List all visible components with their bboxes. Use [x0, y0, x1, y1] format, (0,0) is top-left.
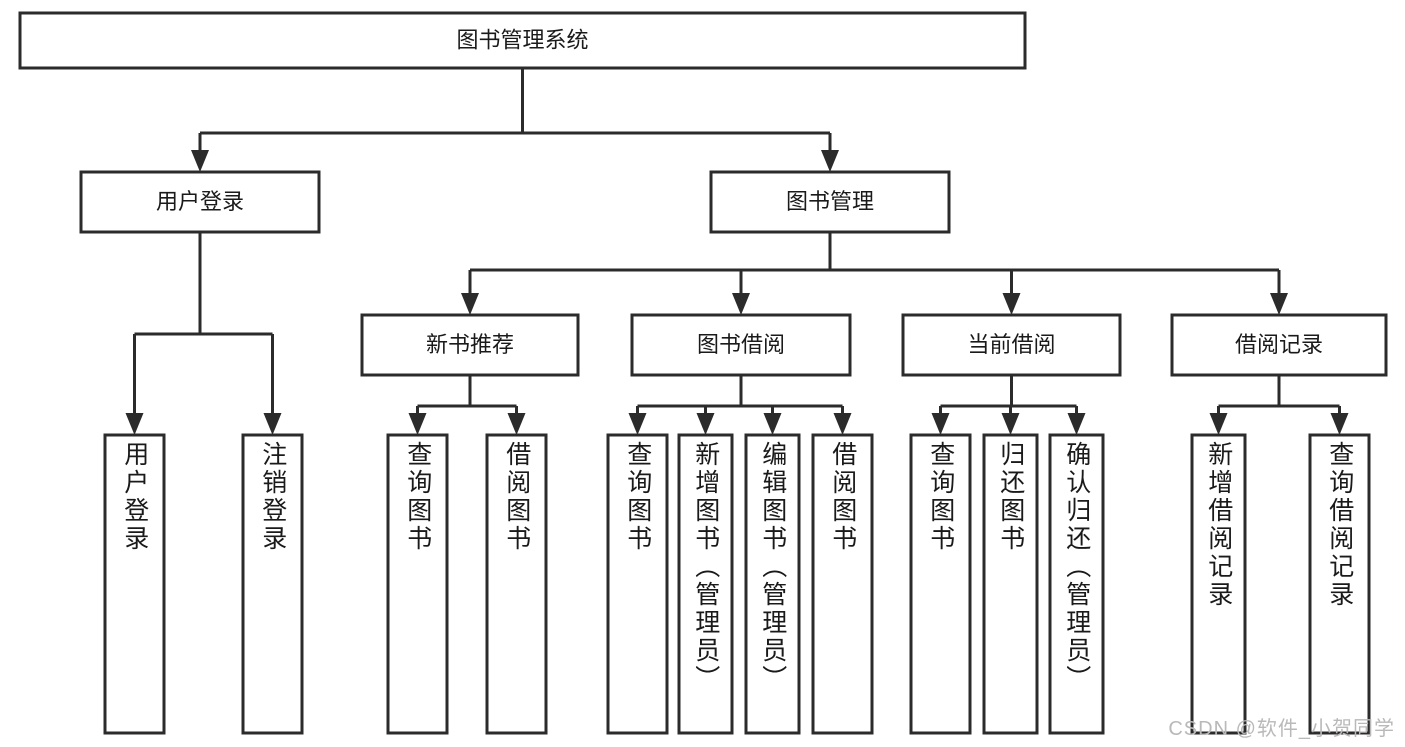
node-borrow-record[interactable]: 借阅记录 [1170, 313, 1388, 377]
node-leaf-borrow-book[interactable] [811, 433, 874, 735]
node-box [982, 433, 1039, 735]
node-box [1190, 433, 1247, 735]
connector-lines [125, 68, 1349, 435]
node-leaf-add-book[interactable] [677, 433, 734, 735]
node-box [386, 433, 449, 735]
arrow-head-icon [1001, 413, 1020, 435]
arrow-head-icon [1330, 413, 1349, 435]
node-box [630, 313, 852, 377]
arrow-head-icon [125, 413, 144, 435]
node-box [709, 170, 951, 234]
arrow-head-icon [1067, 413, 1086, 435]
node-label: 当前借阅 [967, 332, 1055, 357]
node-leaf-return-book[interactable] [982, 433, 1039, 735]
node-label: 新书推荐 [426, 332, 514, 357]
arrow-head-icon [191, 150, 209, 172]
node-new-book-rec[interactable]: 新书推荐 [360, 313, 580, 377]
arrow-head-icon [1002, 293, 1021, 315]
node-box [485, 433, 548, 735]
arrow-head-icon [763, 413, 782, 435]
arrow-head-icon [628, 413, 647, 435]
arrow-head-icon [507, 413, 526, 435]
arrow-head-icon [833, 413, 852, 435]
node-label: 用户登录 [156, 189, 244, 214]
arrow-head-icon [461, 293, 479, 315]
node-user-login[interactable]: 用户登录 [79, 170, 321, 234]
node-box [901, 313, 1122, 377]
node-book-manage[interactable]: 图书管理 [709, 170, 951, 234]
arrow-head-icon [1209, 413, 1228, 435]
node-box [909, 433, 972, 735]
node-current-borrow[interactable]: 当前借阅 [901, 313, 1122, 377]
arrow-head-icon [931, 413, 950, 435]
node-label: 图书管理 [786, 189, 874, 214]
node-box [1170, 313, 1388, 377]
node-box [606, 433, 669, 735]
node-box [79, 170, 321, 234]
arrow-head-icon [696, 413, 715, 435]
node-leaf-confirm-return[interactable] [1048, 433, 1105, 735]
node-root[interactable]: 图书管理系统 [18, 11, 1027, 70]
node-leaf-query-book-rec[interactable] [386, 433, 449, 735]
node-box [811, 433, 874, 735]
node-leaf-query-book-borrow[interactable] [606, 433, 669, 735]
arrow-head-icon [732, 293, 750, 315]
node-leaf-query-book-cur[interactable] [909, 433, 972, 735]
node-leaf-edit-book[interactable] [744, 433, 801, 735]
arrow-head-icon [408, 413, 427, 435]
node-leaf-borrow-book-rec[interactable] [485, 433, 548, 735]
node-label: 图书管理系统 [456, 27, 588, 52]
node-book-borrow[interactable]: 图书借阅 [630, 313, 852, 377]
node-leaf-user-login[interactable] [103, 433, 166, 735]
node-leaf-user-logout[interactable] [241, 433, 304, 735]
node-box [1048, 433, 1105, 735]
node-leaf-add-record[interactable] [1190, 433, 1247, 735]
node-box [18, 11, 1027, 70]
node-label: 借阅记录 [1235, 332, 1323, 357]
watermark-text: CSDN @软件_小贺同学 [1168, 718, 1395, 740]
node-box [241, 433, 304, 735]
arrow-head-icon [821, 150, 839, 172]
node-box [360, 313, 580, 377]
node-leaf-query-record[interactable] [1308, 433, 1371, 735]
arrow-head-icon [263, 413, 282, 435]
node-box [103, 433, 166, 735]
node-box [1308, 433, 1371, 735]
arrow-head-icon [1270, 293, 1288, 315]
node-box [744, 433, 801, 735]
node-label: 图书借阅 [697, 332, 785, 357]
node-box [677, 433, 734, 735]
